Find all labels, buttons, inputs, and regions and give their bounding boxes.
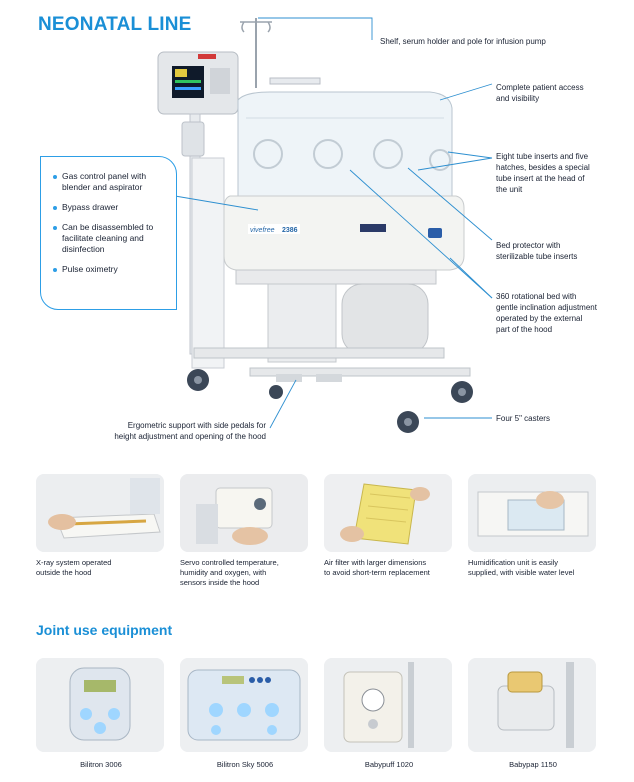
caption-line: sensors inside the hood <box>180 578 260 587</box>
feature-item: Gas control panel with blender and aspir… <box>53 171 168 193</box>
photo-air-filter-caption: Air filter with larger dimensions to avo… <box>324 558 430 578</box>
product-babypuff-1020 <box>324 658 452 752</box>
page-title: NEONATAL LINE <box>38 14 192 35</box>
callout-bed-protector-line: sterilizable tube inserts <box>496 252 578 261</box>
photo-servo-image <box>180 474 308 552</box>
callout-ergonomic: Ergometric support with side pedals for … <box>100 420 266 442</box>
callout-bed-protector: Bed protector with sterilizable tube ins… <box>496 240 577 262</box>
photo-humidification-caption: Humidification unit is easily supplied, … <box>468 558 574 578</box>
product-bilitron-3006-image <box>36 658 164 752</box>
caption-line: Humidification unit is easily <box>468 558 559 567</box>
photo-air-filter-image <box>324 474 452 552</box>
product-babypuff-1020-image <box>324 658 452 752</box>
callout-access: Complete patient access and visibility <box>496 82 584 104</box>
photo-servo <box>180 474 308 552</box>
photo-humidification-image <box>468 474 596 552</box>
feature-item: Bypass drawer <box>53 202 168 213</box>
callout-ergonomic-line: Ergometric support with side pedals for <box>127 421 266 430</box>
product-bilitron-sky-5006 <box>180 658 308 752</box>
feature-item: Pulse oximetry <box>53 264 168 275</box>
caption-line: Servo controlled temperature, <box>180 558 279 567</box>
product-bilitron-sky-5006-image <box>180 658 308 752</box>
callout-rotational-line: operated by the external <box>496 314 583 323</box>
product-name: Bilitron Sky 5006 <box>216 760 274 769</box>
callout-tubes: Eight tube inserts and five hatches, bes… <box>496 151 590 195</box>
caption-line: X-ray system operated <box>36 558 112 567</box>
caption-line: to avoid short-term replacement <box>324 568 430 577</box>
caption-line: outside the hood <box>36 568 92 577</box>
callout-access-line: and visibility <box>496 94 540 103</box>
callout-tubes-line: hatches, besides a special <box>496 163 590 172</box>
callout-tubes-line: Eight tube inserts and five <box>496 152 589 161</box>
product-name: Babypap 1150 <box>509 760 557 769</box>
joint-equipment-title: Joint use equipment <box>36 622 173 638</box>
caption-line: supplied, with visible water level <box>468 568 575 577</box>
features-box: Gas control panel with blender and aspir… <box>40 156 177 310</box>
callout-rotational-line: 360 rotational bed with <box>496 292 577 301</box>
caption-line: humidity and oxygen, with <box>180 568 267 577</box>
callout-shelf: Shelf, serum holder and pole for infusio… <box>380 37 546 46</box>
callout-tubes-line: tube insert at the head of <box>496 174 585 183</box>
device-model-label: 2386 <box>282 227 298 234</box>
feature-item: Can be disassembled to facilitate cleani… <box>53 222 168 255</box>
features-list: Gas control panel with blender and aspir… <box>41 157 176 275</box>
photo-air-filter <box>324 474 452 552</box>
callout-rotational-line: part of the hood <box>496 325 553 334</box>
product-name: Bilitron 3006 <box>80 760 122 769</box>
caption-line: Air filter with larger dimensions <box>324 558 427 567</box>
photo-humidification <box>468 474 596 552</box>
callout-rotational-line: gentle inclination adjustment <box>496 303 597 312</box>
photo-servo-caption: Servo controlled temperature, humidity a… <box>180 558 279 588</box>
device-label: vivefree <box>250 227 275 234</box>
callout-ergonomic-line: height adjustment and opening of the hoo… <box>114 432 266 441</box>
product-babypap-1150 <box>468 658 596 752</box>
callout-rotational-bed: 360 rotational bed with gentle inclinati… <box>496 291 597 335</box>
product-name: Babypuff 1020 <box>364 760 414 769</box>
photo-xray-caption: X-ray system operated outside the hood <box>36 558 111 578</box>
callout-casters: Four 5" casters <box>496 414 550 423</box>
photo-xray-image <box>36 474 164 552</box>
product-bilitron-3006 <box>36 658 164 752</box>
callout-bed-protector-line: Bed protector with <box>496 241 561 250</box>
incubator-illustration: vivefree 2386 <box>157 18 473 433</box>
callout-tubes-line: the unit <box>496 185 523 194</box>
product-babypap-1150-image <box>468 658 596 752</box>
photo-xray <box>36 474 164 552</box>
callout-access-line: Complete patient access <box>496 83 584 92</box>
